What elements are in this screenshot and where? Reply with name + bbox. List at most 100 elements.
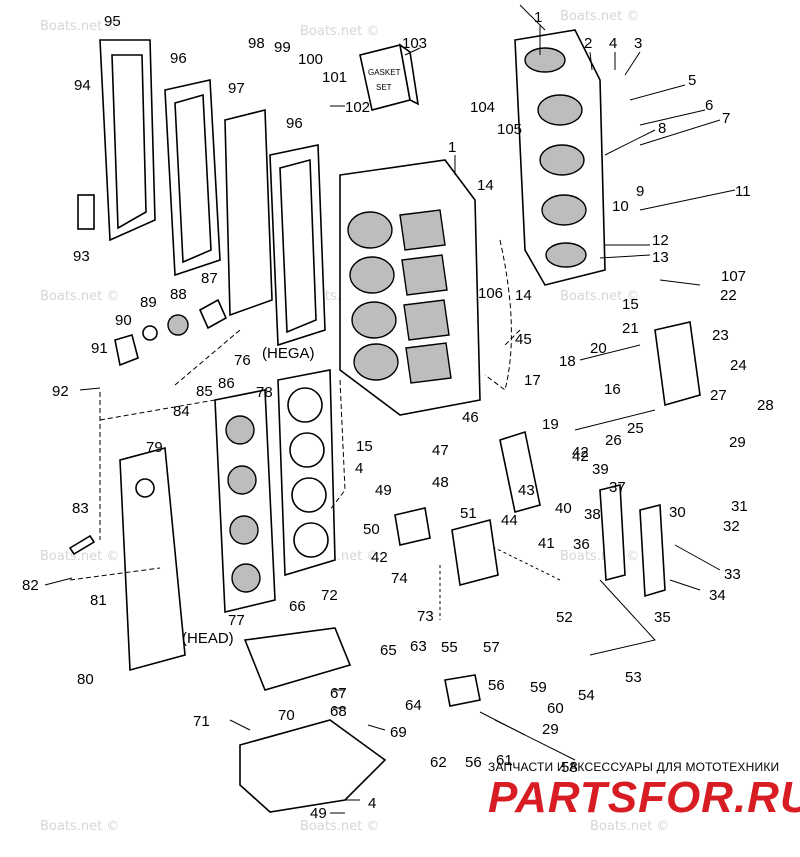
callout: 71 xyxy=(193,713,210,730)
callout: 68 xyxy=(330,703,347,720)
callout: 24 xyxy=(730,357,747,374)
adapter-plate-70 xyxy=(239,719,387,813)
gasket-96-right xyxy=(269,144,326,347)
callout: 73 xyxy=(417,608,434,625)
callout: 17 xyxy=(524,372,541,389)
callout: 28 xyxy=(757,397,774,414)
callout: 18 xyxy=(559,353,576,370)
callout: 57 xyxy=(483,639,500,656)
callout: 1 xyxy=(448,139,456,156)
callout: 85 xyxy=(196,383,213,400)
bracket-43 xyxy=(499,430,541,514)
callout: 3 xyxy=(634,35,642,52)
callout: 26 xyxy=(605,432,622,449)
callout: 1 xyxy=(534,9,542,26)
callout: 66 xyxy=(289,598,306,615)
brand-caption: ЗАПЧАСТИ И АКСЕССУАРЫ ДЛЯ МОТОТЕХНИКИ xyxy=(488,760,780,774)
callout: 42 xyxy=(572,444,589,461)
box-text: GASKET xyxy=(368,68,401,77)
assembly-dashed-lines xyxy=(69,239,521,581)
callout-labels: 1 1 2 3 4 4 4 5 6 7 8 9 10 11 12 13 14 1… xyxy=(22,9,774,822)
callout: 96 xyxy=(170,50,187,67)
callout: 103 xyxy=(402,35,427,52)
callout: 62 xyxy=(430,754,447,771)
leader-lines xyxy=(44,4,736,814)
callout: 51 xyxy=(460,505,477,522)
callout: 4 xyxy=(355,460,363,477)
watermark: Boats.net © xyxy=(40,289,119,304)
callout: 43 xyxy=(518,482,535,499)
callout: 87 xyxy=(201,270,218,287)
callout: 91 xyxy=(91,340,108,357)
callout: 60 xyxy=(547,700,564,717)
watermark: Boats.net © xyxy=(40,819,119,834)
callout: 54 xyxy=(578,687,595,704)
callout: 29 xyxy=(729,434,746,451)
callout: 20 xyxy=(590,340,607,357)
callout: 86 xyxy=(218,375,235,392)
callout: 80 xyxy=(77,671,94,688)
callout: 94 xyxy=(74,77,91,94)
callout: 35 xyxy=(654,609,671,626)
callout: 56 xyxy=(465,754,482,771)
callout: 13 xyxy=(652,249,669,266)
gasket-66 xyxy=(243,627,352,691)
callout: 93 xyxy=(73,248,90,265)
gasket-95 xyxy=(99,39,156,242)
callout: 72 xyxy=(321,587,338,604)
callout: 7 xyxy=(722,110,730,127)
callout: 98 xyxy=(248,35,265,52)
watermark: Boats.net © xyxy=(560,289,639,304)
watermark: Boats.net © xyxy=(300,819,379,834)
callout: 39 xyxy=(592,461,609,478)
callout: 21 xyxy=(622,320,639,337)
callout: 95 xyxy=(104,13,121,30)
callout: 22 xyxy=(720,287,737,304)
bracket-23 xyxy=(654,321,701,407)
callout: 42 xyxy=(371,549,388,566)
callout: 15 xyxy=(622,296,639,313)
callout: 49 xyxy=(310,805,327,822)
cover-50 xyxy=(394,507,431,546)
thermostat-assembly xyxy=(114,298,228,367)
callout: 65 xyxy=(380,642,397,659)
callout: 53 xyxy=(625,669,642,686)
lever-35 xyxy=(639,503,666,598)
callout: 47 xyxy=(432,442,449,459)
callout: 46 xyxy=(462,409,479,426)
callout: 92 xyxy=(52,383,69,400)
callout: 81 xyxy=(90,592,107,609)
callout: 64 xyxy=(405,697,422,714)
callout: 70 xyxy=(278,707,295,724)
brand-logo[interactable]: PARTSFOR.RU xyxy=(488,773,800,822)
part-drawings: GASKET SET xyxy=(68,29,701,813)
hose-107 xyxy=(659,279,701,286)
callout: 63 xyxy=(410,638,427,655)
callout: 55 xyxy=(441,639,458,656)
callout: 99 xyxy=(274,39,291,56)
callout: 50 xyxy=(363,521,380,538)
gasket-93 xyxy=(77,194,95,230)
watermark: Boats.net © xyxy=(40,19,119,34)
callout: 37 xyxy=(609,479,626,496)
gasket-96 xyxy=(164,79,221,277)
callout: 4 xyxy=(609,35,617,52)
cylinder-block xyxy=(339,159,481,416)
plate-97 xyxy=(224,108,273,317)
callout: 79 xyxy=(146,439,163,456)
callout: 19 xyxy=(542,416,559,433)
callout: 90 xyxy=(115,312,132,329)
callout: 16 xyxy=(604,381,621,398)
callout: 6 xyxy=(705,97,713,114)
callout: 25 xyxy=(627,420,644,437)
callout: 31 xyxy=(731,498,748,515)
callout: 10 xyxy=(612,198,629,215)
callout: 59 xyxy=(530,679,547,696)
rod-53 xyxy=(589,579,656,656)
callout: 74 xyxy=(391,570,408,587)
callout: 8 xyxy=(658,120,666,137)
callout: 14 xyxy=(515,287,532,304)
callout: 77 xyxy=(228,612,245,629)
callout: 12 xyxy=(652,232,669,249)
